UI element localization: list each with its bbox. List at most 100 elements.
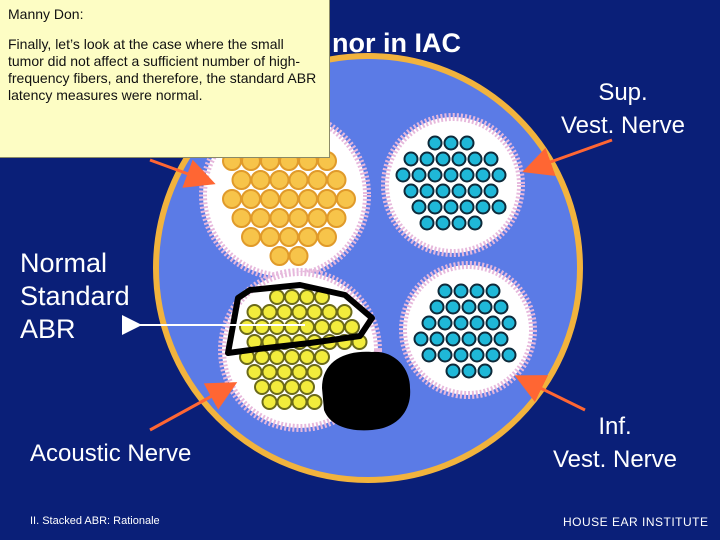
acoustic-fiber <box>298 189 318 209</box>
affected-fiber <box>284 319 300 335</box>
arrow-to-inf-vest <box>514 375 586 412</box>
vestibular-fiber <box>443 167 459 183</box>
arrow-to-acoustic-upper <box>149 158 216 188</box>
vestibular-fiber <box>483 183 499 199</box>
vestibular-fiber <box>453 315 469 331</box>
vestibular-fiber <box>413 331 429 347</box>
vestibular-fiber <box>501 315 517 331</box>
vestibular-fiber <box>461 331 477 347</box>
sup-vest-label-line-1: Sup. <box>598 79 648 106</box>
vestibular-fiber <box>451 215 467 231</box>
affected-fiber <box>269 319 285 335</box>
sup-vest-nerve-label: Sup. Vest. Nerve <box>548 76 698 142</box>
acoustic-fiber <box>250 170 271 190</box>
vestibular-fiber <box>429 331 445 347</box>
affected-fiber <box>261 394 278 410</box>
vestibular-fiber <box>435 183 451 199</box>
acoustic-fiber <box>279 227 299 247</box>
vestibular-fiber <box>419 183 435 199</box>
note-text: Finally, let’s look at the case where th… <box>8 36 317 103</box>
affected-fiber <box>306 394 323 410</box>
affected-fiber <box>269 349 285 365</box>
vestibular-fiber <box>451 151 467 167</box>
affected-fiber <box>344 319 360 335</box>
affected-fiber <box>269 289 285 305</box>
vestibular-fiber <box>403 183 419 199</box>
acoustic-fiber <box>279 189 299 209</box>
acoustic-fiber <box>241 189 261 209</box>
vestibular-fiber <box>485 315 501 331</box>
affected-fiber <box>246 364 263 380</box>
vestibular-fiber <box>461 299 477 315</box>
acoustic-fiber <box>326 170 347 190</box>
vestibular-fiber <box>459 199 475 215</box>
acoustic-fiber <box>298 227 318 247</box>
vestibular-fiber <box>483 151 499 167</box>
sup-vest-label-line-2: Vest. Nerve <box>560 112 686 139</box>
vestibular-fiber <box>453 283 469 299</box>
speaker-note: Manny Don: Finally, let’s look at the ca… <box>0 0 330 158</box>
vestibular-fiber <box>469 315 485 331</box>
affected-fiber <box>239 319 255 335</box>
acoustic-fiber <box>317 227 337 247</box>
vestibular-fiber <box>395 167 411 183</box>
footer-right: HOUSE EAR INSTITUTE <box>563 515 709 529</box>
vestibular-fiber <box>461 363 477 379</box>
vestibular-fiber <box>419 215 435 231</box>
affected-fiber <box>299 379 315 395</box>
normal-standard-abr-label: Normal Standard ABR <box>20 247 130 346</box>
affected-fiber <box>314 349 330 365</box>
acoustic-fiber <box>288 170 309 190</box>
acoustic-fiber <box>269 170 290 190</box>
vestibular-fiber <box>443 135 459 151</box>
vestibular-fiber <box>475 199 491 215</box>
affected-fiber <box>284 349 300 365</box>
acoustic-fiber <box>336 189 356 209</box>
vestibular-fiber <box>501 347 517 363</box>
affected-fiber <box>276 364 293 380</box>
vestibular-fiber <box>427 167 443 183</box>
vestibular-fiber <box>427 135 443 151</box>
note-author: Manny Don: <box>8 6 84 22</box>
acoustic-fiber <box>231 170 252 190</box>
vestibular-fiber <box>485 347 501 363</box>
affected-fiber <box>276 394 293 410</box>
affected-fiber <box>261 304 278 320</box>
acoustic-fiber <box>288 208 309 228</box>
acoustic-fiber <box>241 227 261 247</box>
vestibular-fiber <box>443 199 459 215</box>
affected-fiber <box>306 304 323 320</box>
vestibular-fiber <box>459 135 475 151</box>
vestibular-fiber <box>467 215 483 231</box>
normal-abr-line-2: Standard <box>20 281 130 311</box>
affected-fiber <box>276 304 293 320</box>
inf-vest-label-line-2: Vest. Nerve <box>552 446 678 473</box>
acoustic-fiber <box>222 189 242 209</box>
high-frequency-fiber-region <box>225 282 375 356</box>
affected-fiber <box>261 364 278 380</box>
acoustic-fiber <box>231 208 252 228</box>
acoustic-nerve-label: Acoustic Nerve <box>30 440 192 467</box>
acoustic-fiber <box>317 189 337 209</box>
slide-title: nor in IAC <box>332 28 461 58</box>
affected-fiber <box>299 319 315 335</box>
inf-vest-label-line-1: Inf. <box>598 413 632 440</box>
normal-abr-line-1: Normal <box>20 248 108 278</box>
vestibular-fiber <box>429 299 445 315</box>
vestibular-fiber <box>411 167 427 183</box>
affected-fiber <box>284 379 300 395</box>
vestibular-fiber <box>493 299 509 315</box>
affected-fiber <box>254 319 270 335</box>
acoustic-fiber <box>326 208 347 228</box>
vestibular-fiber <box>451 183 467 199</box>
vestibular-fiber <box>437 283 453 299</box>
vestibular-fiber <box>445 299 461 315</box>
affected-fiber <box>284 289 300 305</box>
footer-left: II. Stacked ABR: Rationale <box>30 515 160 527</box>
arrow-to-sup-vest <box>522 138 613 177</box>
vestibular-fiber <box>477 363 493 379</box>
vestibular-fiber <box>437 315 453 331</box>
vestibular-fiber <box>435 151 451 167</box>
affected-fiber <box>246 304 263 320</box>
